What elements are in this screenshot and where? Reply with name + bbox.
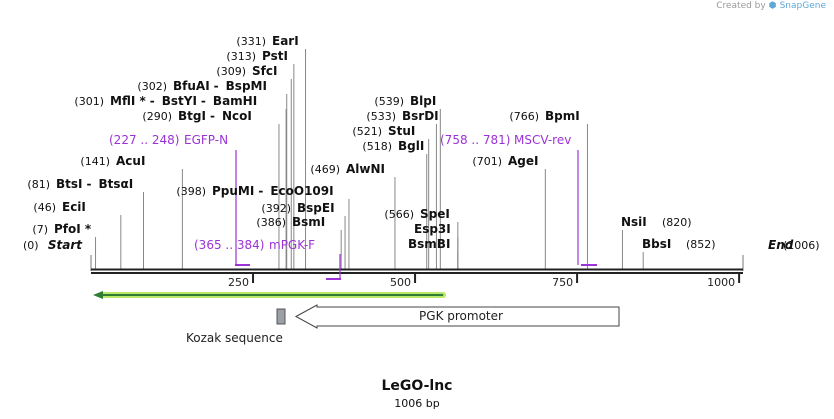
site-name-label: BtsI bbox=[56, 177, 83, 191]
site-name-label: EcoO109I bbox=[270, 184, 333, 198]
primer-name-label: MSCV-rev bbox=[514, 133, 571, 147]
site-name-label: AlwNI bbox=[346, 162, 385, 176]
site-name-separator: - bbox=[201, 94, 206, 108]
plasmid-length: 1006 bp bbox=[394, 397, 440, 410]
snapgene-logo-icon: ⬢ bbox=[768, 1, 777, 11]
site-position-label: (46) bbox=[33, 201, 56, 214]
site-name-separator: - bbox=[210, 109, 215, 123]
site-name-label: MflI * bbox=[110, 94, 146, 108]
site-name-separator: - bbox=[86, 177, 91, 191]
site-name-label: BspMI bbox=[226, 79, 267, 93]
site-name-label: AgeI bbox=[508, 154, 538, 168]
snapgene-credit: Created by ⬢ SnapGene bbox=[716, 1, 826, 11]
site-position-label: (533) bbox=[366, 110, 396, 123]
site-name-label: BamHI bbox=[213, 94, 257, 108]
site-name-label: EciI bbox=[62, 200, 86, 214]
site-name-label: Esp3I bbox=[414, 222, 451, 236]
plasmid-name: LeGO-lnc bbox=[381, 378, 453, 394]
end-position-label: (0) bbox=[23, 239, 39, 252]
end-position-label: (1006) bbox=[783, 239, 820, 252]
site-lines bbox=[90, 49, 744, 271]
primer-range-label: (758 .. 781) bbox=[440, 133, 510, 147]
site-name-label: PpuMI bbox=[212, 184, 254, 198]
site-name-separator: - bbox=[150, 94, 155, 108]
site-position-label: (521) bbox=[352, 125, 382, 138]
site-name-label: BpmI bbox=[545, 109, 580, 123]
site-name-label: BlpI bbox=[410, 94, 436, 108]
orf-arrowhead bbox=[93, 291, 103, 299]
scale-tick-label: 500 bbox=[390, 276, 411, 289]
site-position-label: (701) bbox=[472, 155, 502, 168]
site-labels: (0) Start (1006)End (7) PfoI * (46) EciI (81) Bt… bbox=[23, 34, 820, 252]
pgk-promoter-label: PGK promoter bbox=[419, 309, 503, 323]
site-name-label: BsmBI bbox=[408, 237, 450, 251]
features: Kozak sequence PGK promoter bbox=[93, 291, 620, 345]
site-name-label: NsiI bbox=[621, 215, 647, 229]
primer-name-label: mPGK-F bbox=[269, 238, 315, 252]
site-name-label: BsmI bbox=[292, 215, 325, 229]
backbone bbox=[91, 268, 743, 274]
site-name-label: PfoI * bbox=[54, 222, 92, 236]
site-name-label: BspEI bbox=[297, 201, 335, 215]
site-name-label: BstYI bbox=[162, 94, 197, 108]
credit-brand: SnapGene bbox=[779, 1, 826, 11]
site-name-label: SpeI bbox=[420, 207, 450, 221]
site-position-label: (141) bbox=[80, 155, 110, 168]
kozak-sequence-box bbox=[276, 308, 286, 325]
site-name-label: BsrDI bbox=[402, 109, 439, 123]
site-position-label: (302) bbox=[137, 80, 167, 93]
site-name-label: EarI bbox=[272, 34, 299, 48]
site-position-label: (81) bbox=[27, 178, 50, 191]
site-name-label: BtgI bbox=[178, 109, 206, 123]
site-position-label: (309) bbox=[216, 65, 246, 78]
site-position-label: (7) bbox=[32, 223, 48, 236]
site-position-label: (852) bbox=[686, 238, 716, 251]
site-name-label: BglI bbox=[398, 139, 424, 153]
site-position-label: (290) bbox=[142, 110, 172, 123]
scale-tick-label: 750 bbox=[552, 276, 573, 289]
primer-range-label: (227 .. 248) bbox=[109, 133, 179, 147]
site-position-label: (539) bbox=[374, 95, 404, 108]
site-position-label: (313) bbox=[226, 50, 256, 63]
scale-ticks: 250 500 750 1000 bbox=[228, 274, 741, 289]
site-name-label: BfuAI bbox=[173, 79, 210, 93]
end-label: End bbox=[768, 238, 794, 252]
site-name-label: PstI bbox=[262, 49, 288, 63]
site-position-label: (398) bbox=[176, 185, 206, 198]
site-position-label: (518) bbox=[362, 140, 392, 153]
site-name-label: BtsαI bbox=[98, 177, 133, 191]
site-position-label: (820) bbox=[662, 216, 692, 229]
primer-name-label: EGFP-N bbox=[184, 133, 228, 147]
scale-tick-label: 250 bbox=[228, 276, 249, 289]
site-name-label: NcoI bbox=[222, 109, 252, 123]
primer-range-label: (365 .. 384) bbox=[194, 238, 264, 252]
primers: (227 .. 248) EGFP-N (365 .. 384) mPGK-F (758… bbox=[109, 133, 597, 280]
site-position-label: (766) bbox=[509, 110, 539, 123]
site-position-label: (331) bbox=[236, 35, 266, 48]
site-name-label: BbsI bbox=[642, 237, 671, 251]
end-label: Start bbox=[48, 238, 83, 252]
site-position-label: (566) bbox=[384, 208, 414, 221]
site-position-label: (301) bbox=[74, 95, 104, 108]
site-name-separator: - bbox=[214, 79, 219, 93]
site-name-label: AcuI bbox=[116, 154, 145, 168]
site-position-label: (386) bbox=[256, 216, 286, 229]
scale-tick-label: 1000 bbox=[707, 276, 735, 289]
site-name-label: SfcI bbox=[252, 64, 277, 78]
site-name-label: StuI bbox=[388, 124, 415, 138]
pgk-promoter-arrow bbox=[294, 304, 620, 329]
kozak-sequence-label: Kozak sequence bbox=[186, 331, 283, 345]
site-position-label: (392) bbox=[261, 202, 291, 215]
credit-prefix: Created by bbox=[716, 1, 766, 11]
site-name-separator: - bbox=[258, 184, 263, 198]
site-position-label: (469) bbox=[310, 163, 340, 176]
